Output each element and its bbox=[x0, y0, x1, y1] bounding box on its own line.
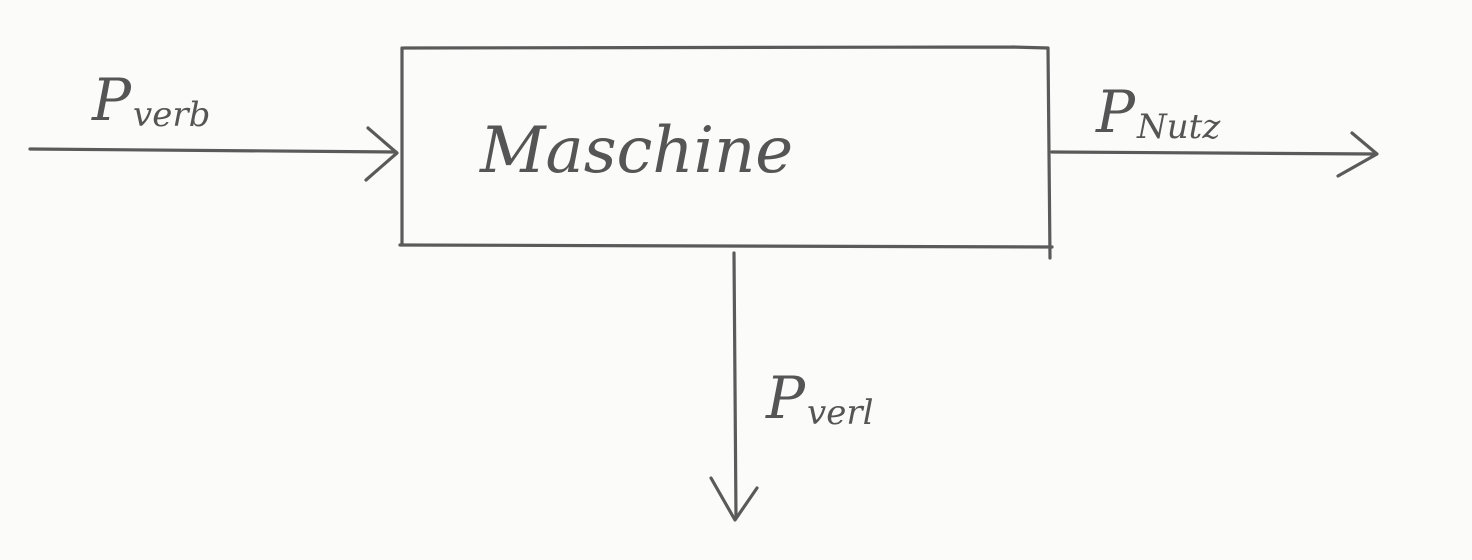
output-power-symbol: P bbox=[1095, 78, 1136, 146]
input-arrow-line bbox=[28, 147, 398, 154]
machine-box-outline bbox=[398, 45, 1054, 260]
output-power-label: PNutz bbox=[1095, 78, 1221, 147]
machine-label: Maschine bbox=[479, 114, 793, 188]
output-power-flow: PNutz bbox=[1050, 78, 1379, 178]
output-arrowhead bbox=[1336, 131, 1379, 178]
input-arrowhead bbox=[364, 126, 399, 182]
loss-power-symbol: P bbox=[765, 364, 806, 432]
output-arrow-line bbox=[1050, 150, 1378, 156]
loss-arrow-line bbox=[732, 251, 738, 520]
input-power-flow: Pverb bbox=[28, 66, 399, 182]
output-power-subscript: Nutz bbox=[1136, 107, 1221, 147]
input-power-subscript: verb bbox=[133, 95, 210, 135]
input-power-symbol: P bbox=[91, 66, 132, 134]
loss-power-flow: Pverl bbox=[709, 251, 874, 522]
loss-arrowhead bbox=[709, 476, 759, 522]
machine-box: Maschine bbox=[398, 45, 1054, 260]
input-power-label: Pverb bbox=[91, 66, 210, 135]
loss-power-label: Pverl bbox=[765, 364, 874, 433]
loss-power-subscript: verl bbox=[807, 393, 873, 433]
